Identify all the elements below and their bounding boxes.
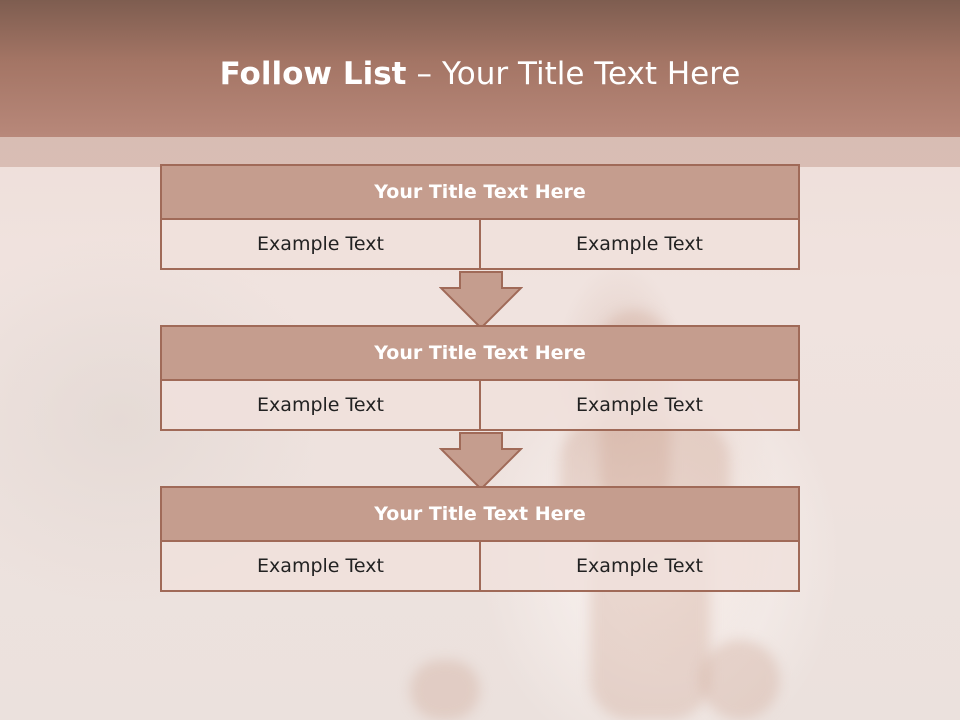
- block-cell-right: Example Text: [481, 381, 800, 431]
- list-block-2: Your Title Text Here Example Text Exampl…: [160, 325, 800, 431]
- title-separator: –: [416, 56, 432, 92]
- list-block-1: Your Title Text Here Example Text Exampl…: [160, 164, 800, 270]
- raised-hand-image: [410, 660, 480, 720]
- block-row: Example Text Example Text: [160, 542, 800, 592]
- block-cell-right: Example Text: [481, 542, 800, 592]
- block-title: Your Title Text Here: [160, 164, 800, 220]
- header-banner: [0, 0, 960, 137]
- down-arrow-icon: [439, 432, 523, 490]
- block-cell-left: Example Text: [160, 381, 481, 431]
- block-cell-right: Example Text: [481, 220, 800, 270]
- block-title: Your Title Text Here: [160, 325, 800, 381]
- title-bold: Follow List: [219, 56, 407, 92]
- header-strip: [0, 137, 960, 167]
- page-title: Follow List–Your Title Text Here: [0, 56, 960, 92]
- block-row: Example Text Example Text: [160, 220, 800, 270]
- block-cell-left: Example Text: [160, 220, 481, 270]
- raised-hand-image: [700, 640, 780, 720]
- block-title: Your Title Text Here: [160, 486, 800, 542]
- down-arrow-icon: [439, 271, 523, 329]
- block-row: Example Text Example Text: [160, 381, 800, 431]
- title-rest: Your Title Text Here: [441, 56, 741, 92]
- list-block-3: Your Title Text Here Example Text Exampl…: [160, 486, 800, 592]
- block-cell-left: Example Text: [160, 542, 481, 592]
